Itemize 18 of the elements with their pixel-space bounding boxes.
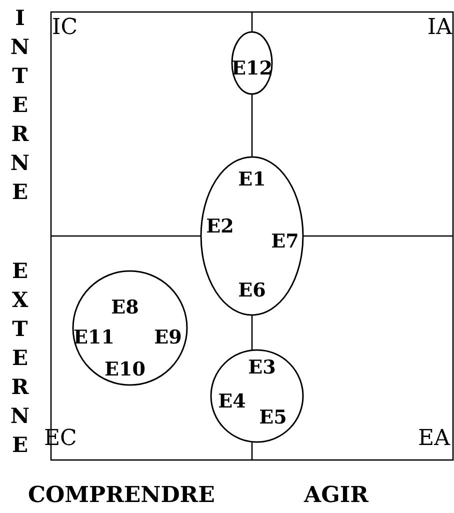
element-code: E7 (271, 232, 299, 252)
quadrant-label: EA (418, 428, 450, 450)
element-code: E10 (104, 360, 146, 380)
axis-title: EXTERNE (10, 257, 30, 459)
quadrant-label: IC (52, 17, 78, 39)
element-code: E5 (259, 408, 287, 428)
element-code: E6 (238, 282, 266, 300)
element-code: E2 (206, 218, 234, 236)
element-code: E8 (111, 298, 139, 318)
element-code: E4 (218, 392, 246, 412)
quadrant-label: IA (427, 17, 452, 39)
axis-title: COMPRENDRE (28, 484, 215, 506)
axis-title: INTERNE (10, 4, 30, 206)
axis-title: AGIR (304, 484, 368, 506)
element-code: E1 (238, 170, 266, 190)
element-code: E3 (248, 358, 276, 378)
element-code: E9 (154, 328, 182, 348)
element-code: E11 (74, 328, 114, 348)
